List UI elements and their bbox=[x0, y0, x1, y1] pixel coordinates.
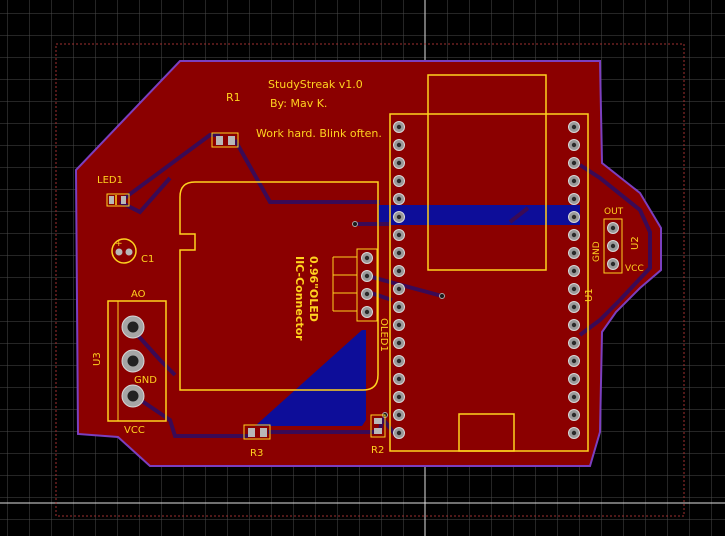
u1-designator: U1 bbox=[584, 288, 595, 302]
led1-designator: LED1 bbox=[97, 175, 123, 186]
u2-designator: U2 bbox=[630, 236, 641, 250]
bottom-copper-pour-top bbox=[378, 205, 580, 225]
r3-footprint[interactable] bbox=[243, 424, 271, 440]
oled1-header[interactable] bbox=[332, 248, 378, 322]
oled-label-line1: 0.96"OLED bbox=[307, 256, 320, 322]
u1-designator-wrap: U1 bbox=[584, 288, 595, 302]
silk-motto: Work hard. Blink often. bbox=[256, 127, 382, 140]
oled-module-outline[interactable] bbox=[179, 181, 379, 391]
u3-pin-ao-label: AO bbox=[131, 289, 146, 300]
u2-pin-gnd-wrap: GND bbox=[592, 241, 602, 262]
r2-footprint[interactable] bbox=[370, 414, 386, 438]
oled-label: 0.96"OLED IIC-Connector bbox=[293, 256, 320, 341]
u3-pin-gnd-label: GND bbox=[134, 375, 157, 386]
c1-footprint[interactable]: + bbox=[111, 238, 137, 264]
u2-pin-gnd-label: GND bbox=[592, 241, 602, 262]
u2-designator-wrap: U2 bbox=[630, 236, 641, 250]
svg-text:+: + bbox=[115, 239, 123, 249]
u3-designator-wrap: U3 bbox=[92, 352, 103, 366]
led1-footprint[interactable] bbox=[106, 193, 130, 207]
u3-terminal-block[interactable] bbox=[107, 300, 167, 422]
bottom-copper-pour-triangle bbox=[255, 330, 366, 426]
r3-designator: R3 bbox=[250, 448, 263, 459]
oled1-designator-wrap: OLED1 bbox=[378, 318, 389, 352]
u1-module[interactable] bbox=[389, 74, 589, 452]
u3-designator: U3 bbox=[92, 352, 103, 366]
oled-label-line2: IIC-Connector bbox=[293, 256, 306, 341]
u3-pin-vcc-label: VCC bbox=[124, 425, 145, 436]
u2-header[interactable] bbox=[603, 218, 623, 274]
c1-designator: C1 bbox=[141, 254, 154, 265]
u2-pin-out-label: OUT bbox=[604, 207, 624, 217]
keepout-rectangle bbox=[55, 43, 685, 517]
oled1-designator: OLED1 bbox=[378, 318, 389, 352]
silk-author: By: Mav K. bbox=[270, 97, 327, 110]
r1-footprint[interactable] bbox=[211, 132, 239, 148]
u2-pin-vcc-label: VCC bbox=[625, 264, 644, 274]
r1-designator: R1 bbox=[226, 91, 241, 104]
silk-title: StudyStreak v1.0 bbox=[268, 78, 363, 91]
r2-designator: R2 bbox=[371, 445, 384, 456]
